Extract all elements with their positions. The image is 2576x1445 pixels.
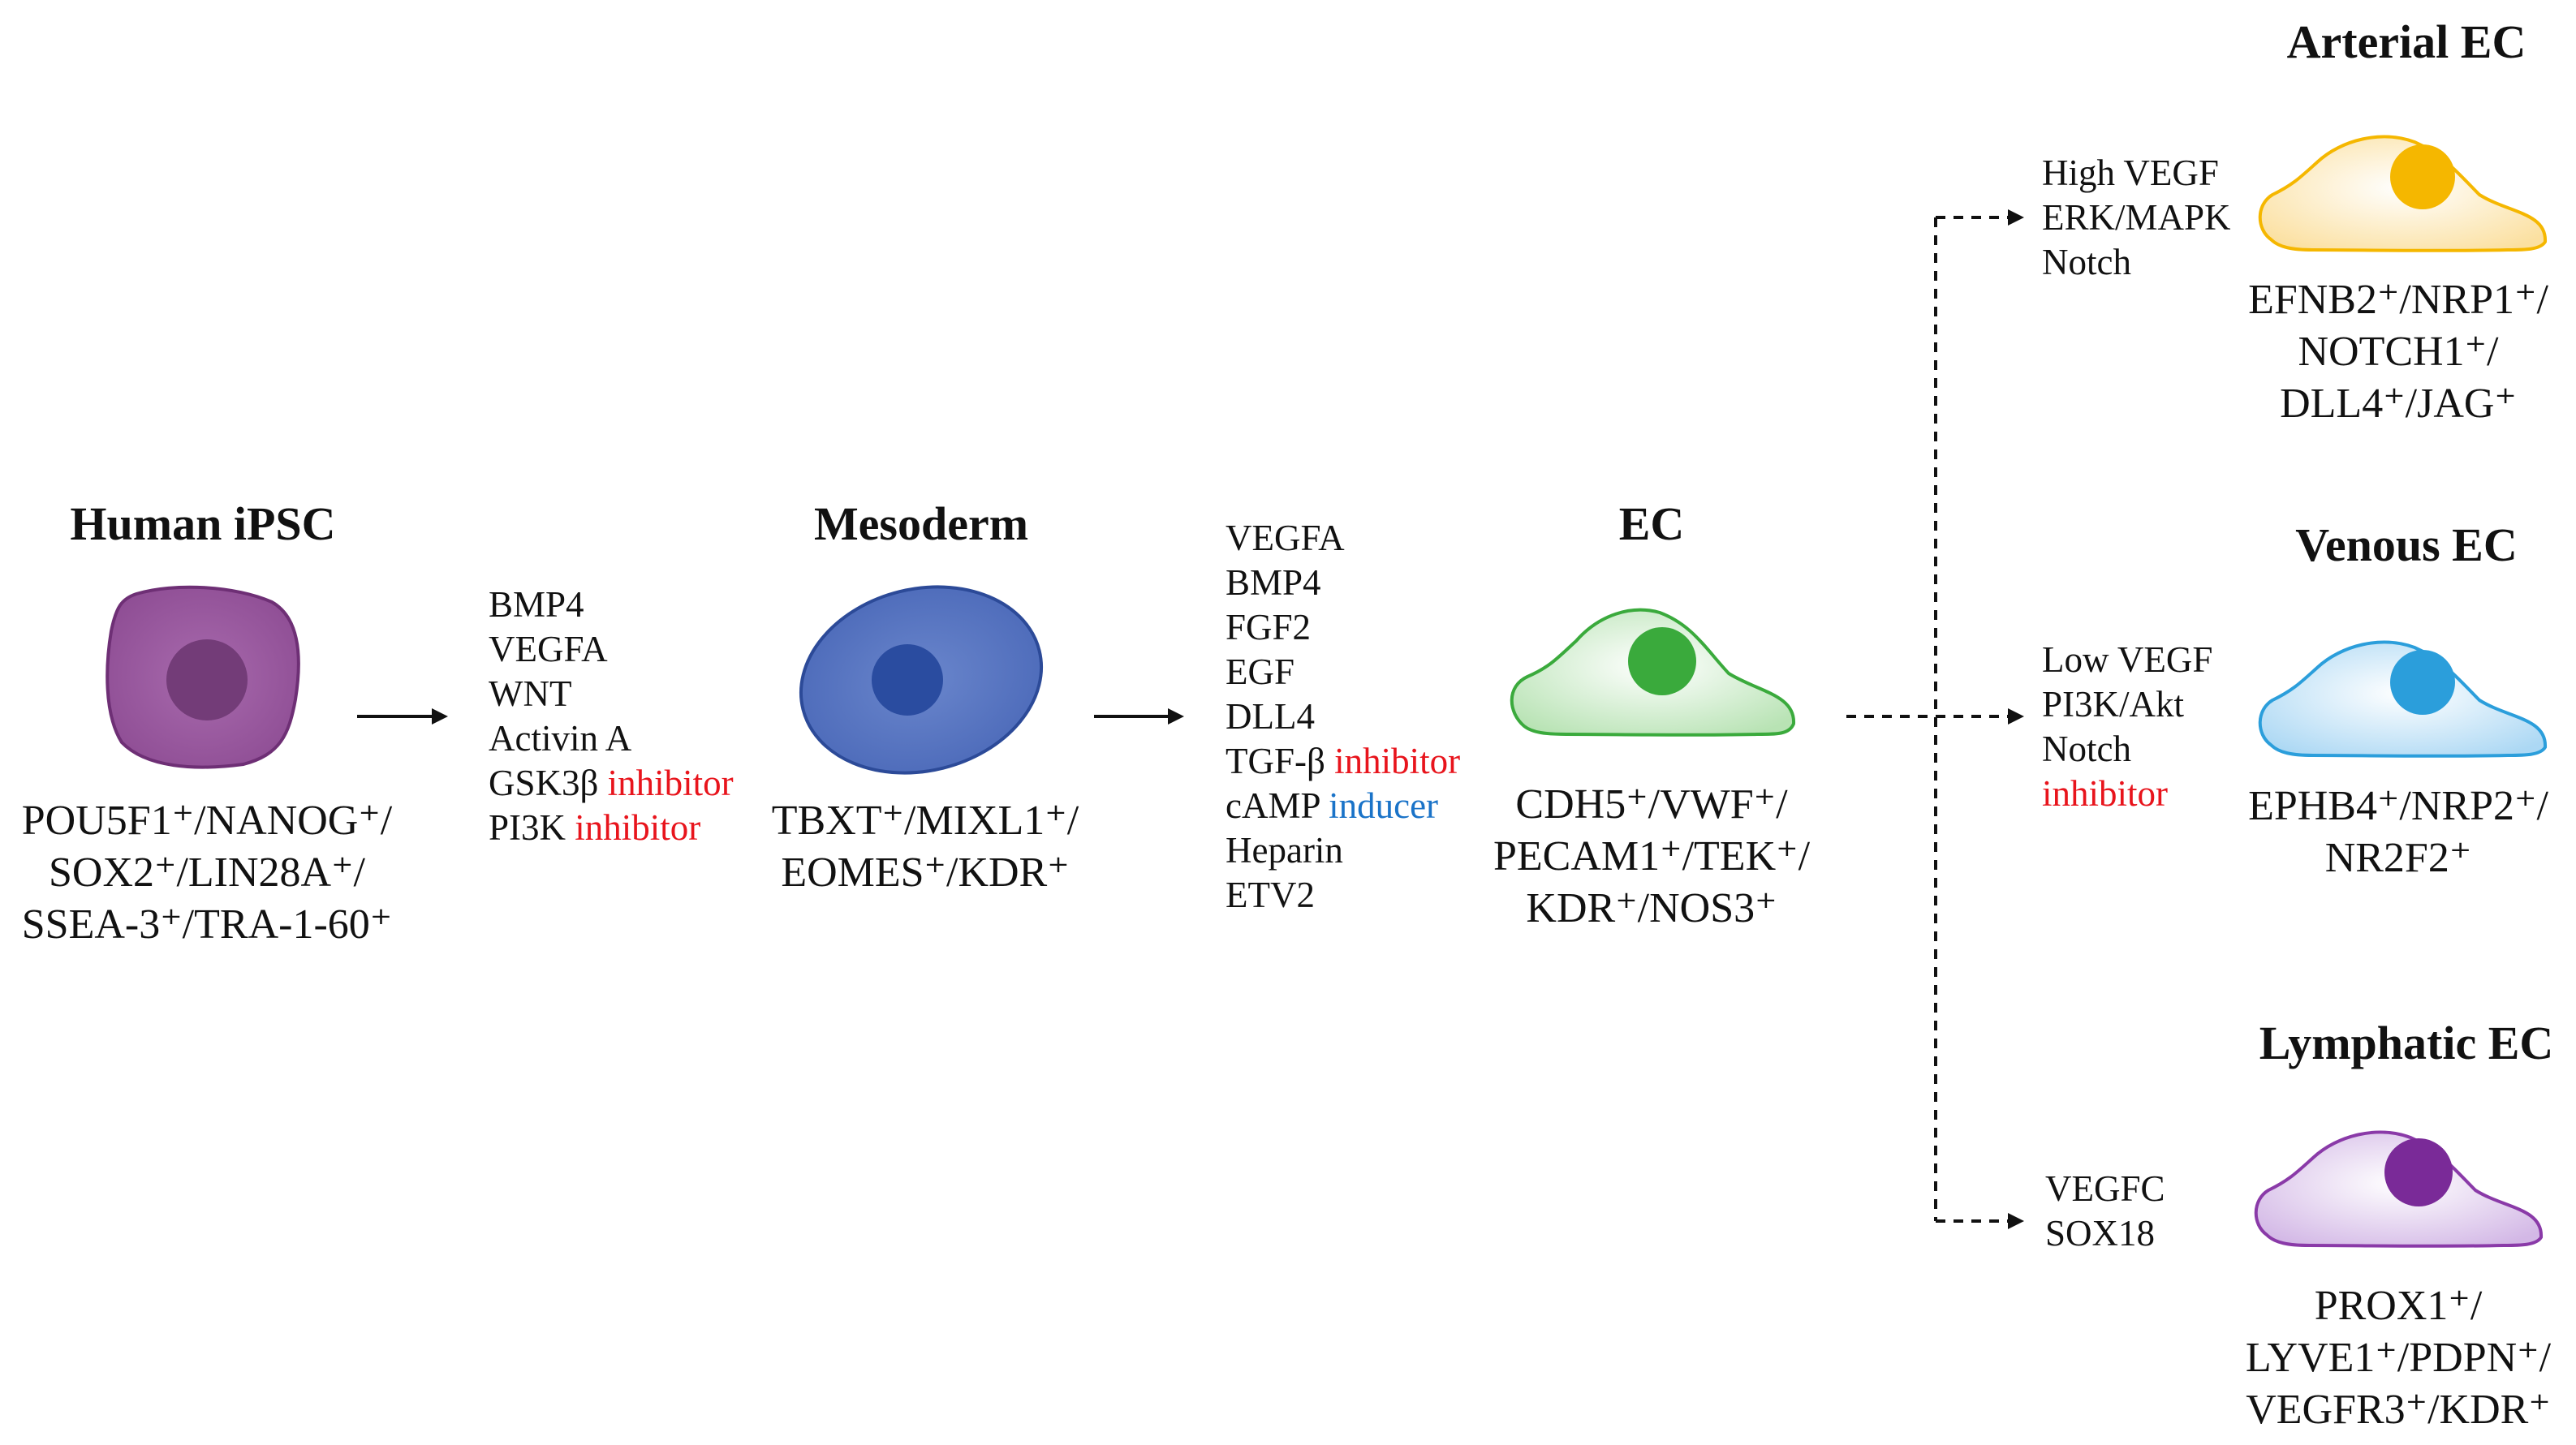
marker-line: PECAM1⁺/TEK⁺/ (1493, 833, 1811, 879)
factor-line: WNT (489, 673, 572, 714)
marker-line: KDR⁺/NOS3⁺ (1526, 885, 1777, 931)
factor-line: FGF2 (1226, 607, 1312, 647)
factor-line: cAMP inducer (1226, 784, 1460, 828)
lymphatic-cell (2254, 1130, 2544, 1248)
marker-line: NR2F2⁺ (2324, 835, 2472, 881)
factor-line: GSK3β inhibitor (489, 761, 734, 806)
factor-line: ETV2 (1226, 875, 1315, 915)
factors-to-arterial: High VEGF ERK/MAPK Notch (2042, 151, 2231, 285)
factor-modifier: inhibitor (1334, 741, 1461, 781)
marker-line: NOTCH1⁺/ (2298, 329, 2499, 375)
title-lymphatic: Lymphatic EC (2259, 1017, 2554, 1069)
factor-modifier: inhibitor (575, 807, 701, 848)
marker-line: POU5F1⁺/NANOG⁺/ (21, 798, 393, 844)
title-ipsc: Human iPSC (70, 497, 336, 550)
factor-line: BMP4 (1226, 562, 1321, 603)
factor-modifier: inducer (1329, 785, 1439, 826)
factors-to-lymphatic: VEGFC SOX18 (2045, 1167, 2165, 1256)
factor-line: Low VEGF (2042, 639, 2213, 680)
factor-line: PI3K/Akt (2042, 684, 2185, 725)
marker-line: SSEA-3⁺/TRA-1-60⁺ (21, 901, 393, 948)
factors-ipsc-to-mesoderm: BMP4 VEGFA WNT Activin A GSK3β inhibitor… (489, 583, 734, 850)
ipsc-cell (106, 585, 300, 769)
factor-line: Activin A (489, 718, 632, 759)
markers-mesoderm: TBXT⁺/MIXL1⁺/ EOMES⁺/KDR⁺ (759, 795, 1092, 899)
markers-ipsc: POU5F1⁺/NANOG⁺/ SOX2⁺/LIN28A⁺/ SSEA-3⁺/T… (0, 795, 414, 951)
markers-venous: EPHB4⁺/NRP2⁺/ NR2F2⁺ (2228, 781, 2569, 884)
marker-line: SOX2⁺/LIN28A⁺/ (49, 849, 365, 896)
factor-line: ERK/MAPK (2042, 197, 2231, 238)
factor-line: DLL4 (1226, 696, 1315, 737)
factor-line: High VEGF (2042, 153, 2219, 193)
marker-line: CDH5⁺/VWF⁺/ (1515, 781, 1788, 828)
venous-cell (2258, 640, 2548, 758)
markers-arterial: EFNB2⁺/NRP1⁺/ NOTCH1⁺/ DLL4⁺/JAG⁺ (2228, 274, 2569, 430)
factor-name: PI3K (489, 807, 566, 848)
markers-lymphatic: PROX1⁺/ LYVE1⁺/PDPN⁺/ VEGFR3⁺/KDR⁺ (2228, 1280, 2569, 1436)
marker-line: DLL4⁺/JAG⁺ (2280, 381, 2517, 427)
marker-line: LYVE1⁺/PDPN⁺/ (2245, 1335, 2552, 1381)
markers-ec: CDH5⁺/VWF⁺/ PECAM1⁺/TEK⁺/ KDR⁺/NOS3⁺ (1477, 779, 1826, 935)
branch-arrows (1846, 209, 2024, 1229)
factor-line: Notch (2042, 729, 2131, 769)
ec-cell (1510, 608, 1796, 737)
title-arterial: Arterial EC (2286, 15, 2526, 68)
title-venous: Venous EC (2295, 518, 2518, 571)
factor-line: VEGFA (489, 629, 608, 669)
marker-line: PROX1⁺/ (2314, 1283, 2483, 1329)
factor-line: SOX18 (2045, 1213, 2156, 1254)
factor-line: EGF (1226, 652, 1295, 692)
title-ec: EC (1618, 497, 1685, 550)
marker-line: EPHB4⁺/NRP2⁺/ (2248, 783, 2548, 829)
factor-line: VEGFC (2045, 1168, 2165, 1209)
factor-name: TGF-β (1226, 741, 1325, 781)
factor-modifier: inhibitor (607, 763, 734, 803)
arterial-cell (2258, 135, 2548, 252)
factor-name: cAMP (1226, 785, 1320, 826)
factors-mesoderm-to-ec: VEGFA BMP4 FGF2 EGF DLL4 TGF-β inhibitor… (1226, 516, 1460, 918)
factor-line: Notch (2042, 242, 2131, 282)
title-mesoderm: Mesoderm (813, 497, 1029, 550)
factor-name: GSK3β (489, 763, 599, 803)
factor-line: TGF-β inhibitor (1226, 739, 1460, 784)
marker-line: EOMES⁺/KDR⁺ (781, 849, 1070, 896)
marker-line: TBXT⁺/MIXL1⁺/ (771, 798, 1079, 844)
mesoderm-cell (799, 585, 1044, 775)
factor-line: VEGFA (1226, 518, 1345, 558)
factor-line: PI3K inhibitor (489, 806, 734, 850)
factor-line: Heparin (1226, 830, 1343, 871)
factors-to-venous: Low VEGF PI3K/Akt Notch inhibitor (2042, 638, 2212, 816)
factor-line: BMP4 (489, 584, 584, 625)
factor-modifier: inhibitor (2042, 773, 2168, 814)
marker-line: VEGFR3⁺/KDR⁺ (2246, 1387, 2551, 1433)
marker-line: EFNB2⁺/NRP1⁺/ (2248, 277, 2548, 323)
